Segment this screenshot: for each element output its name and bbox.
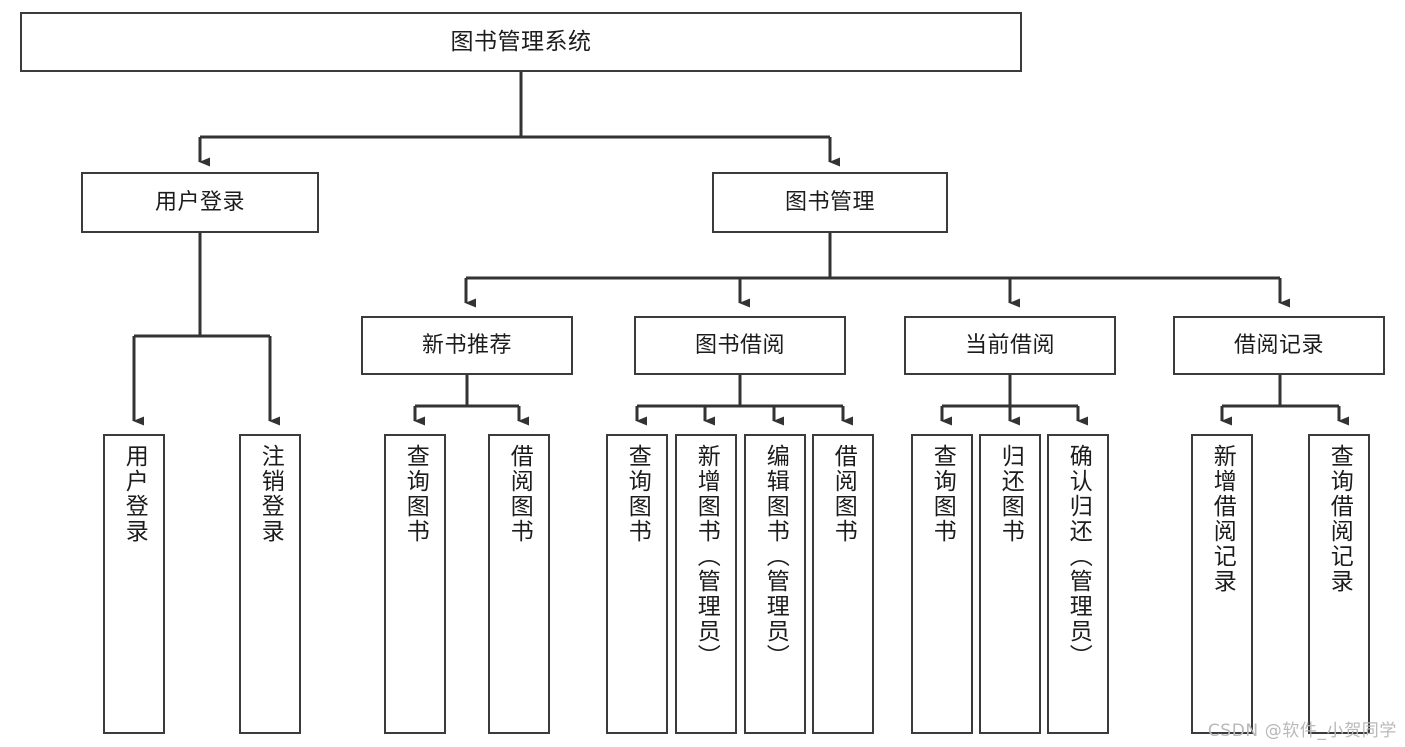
node-leaf-confirm-return[interactable]: 确认归还（管理员） (1047, 434, 1109, 734)
node-leaf-add-book[interactable]: 新增图书（管理员） (675, 434, 737, 734)
node-leaf-query-book-1-label: 查询图书 (402, 444, 429, 544)
node-leaf-borrow-book-2-label: 借阅图书 (830, 444, 857, 544)
node-leaf-borrow-book-1-label: 借阅图书 (506, 444, 533, 544)
node-current-borrow-label: 当前借阅 (964, 332, 1055, 358)
node-leaf-query-book-3-label: 查询图书 (929, 444, 956, 544)
node-leaf-return-book-label: 归还图书 (997, 444, 1024, 544)
node-root[interactable]: 图书管理系统 (20, 12, 1022, 72)
watermark: CSDN @软件_小贺同学 (1207, 721, 1397, 741)
node-book-manage-label: 图书管理 (784, 189, 875, 215)
node-new-book-rec[interactable]: 新书推荐 (361, 316, 573, 375)
node-leaf-user-login-label: 用户登录 (121, 444, 148, 544)
node-leaf-logout-label: 注销登录 (257, 444, 284, 544)
node-leaf-add-record[interactable]: 新增借阅记录 (1191, 434, 1253, 734)
node-borrow-record[interactable]: 借阅记录 (1173, 316, 1385, 375)
node-leaf-add-book-label: 新增图书（管理员） (693, 444, 720, 669)
node-leaf-query-book-3[interactable]: 查询图书 (911, 434, 973, 734)
node-leaf-logout[interactable]: 注销登录 (239, 434, 301, 734)
node-leaf-edit-book-label: 编辑图书（管理员） (762, 444, 789, 669)
node-book-manage[interactable]: 图书管理 (712, 172, 948, 233)
node-user-login-label: 用户登录 (154, 189, 245, 215)
node-leaf-query-book-2[interactable]: 查询图书 (606, 434, 668, 734)
node-leaf-user-login[interactable]: 用户登录 (103, 434, 165, 734)
node-leaf-borrow-book-2[interactable]: 借阅图书 (812, 434, 874, 734)
node-leaf-query-record[interactable]: 查询借阅记录 (1308, 434, 1370, 734)
node-book-borrow[interactable]: 图书借阅 (634, 316, 846, 375)
node-leaf-query-record-label: 查询借阅记录 (1326, 444, 1353, 594)
node-new-book-rec-label: 新书推荐 (421, 332, 512, 358)
node-leaf-edit-book[interactable]: 编辑图书（管理员） (744, 434, 806, 734)
node-leaf-query-book-2-label: 查询图书 (624, 444, 651, 544)
node-leaf-add-record-label: 新增借阅记录 (1209, 444, 1236, 594)
node-leaf-return-book[interactable]: 归还图书 (979, 434, 1041, 734)
node-leaf-confirm-return-label: 确认归还（管理员） (1065, 444, 1092, 669)
node-root-label: 图书管理系统 (450, 28, 592, 55)
node-borrow-record-label: 借阅记录 (1233, 332, 1324, 358)
node-user-login[interactable]: 用户登录 (81, 172, 319, 233)
node-book-borrow-label: 图书借阅 (694, 332, 785, 358)
node-leaf-query-book-1[interactable]: 查询图书 (384, 434, 446, 734)
node-leaf-borrow-book-1[interactable]: 借阅图书 (488, 434, 550, 734)
node-current-borrow[interactable]: 当前借阅 (904, 316, 1116, 375)
